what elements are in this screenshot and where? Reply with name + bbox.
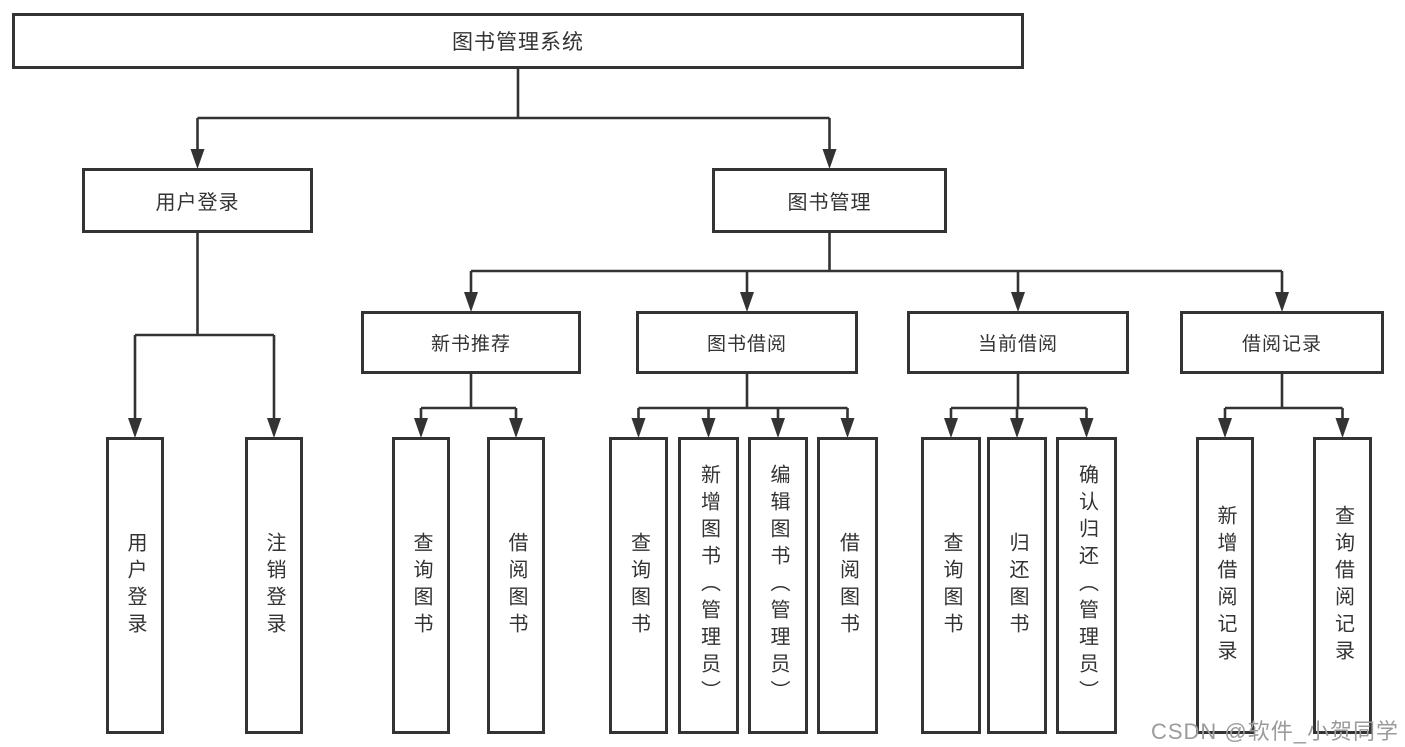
- leaf-current-confirm-return-admin-label: 确认归还（管理员）: [1075, 464, 1098, 707]
- node-current-borrow: 当前借阅: [907, 311, 1129, 374]
- leaf-logout: 注销登录: [245, 437, 303, 734]
- leaf-recommend-borrow-book: 借阅图书: [487, 437, 545, 734]
- leaf-borrow-query-book-label: 查询图书: [627, 531, 650, 640]
- leaf-borrow-edit-book-admin-label: 编辑图书（管理员）: [767, 464, 789, 707]
- leaf-records-add-record: 新增借阅记录: [1196, 437, 1254, 734]
- leaf-user-login-label: 用户登录: [124, 531, 146, 640]
- leaf-borrow-query-book: 查询图书: [609, 437, 668, 734]
- leaf-recommend-query-book: 查询图书: [392, 437, 450, 734]
- leaf-recommend-borrow-book-label: 借阅图书: [505, 531, 527, 640]
- leaf-borrow-borrow-book-label: 借阅图书: [836, 531, 859, 640]
- leaf-recommend-query-book-label: 查询图书: [410, 531, 432, 640]
- leaf-current-confirm-return-admin: 确认归还（管理员）: [1056, 437, 1117, 734]
- node-borrow-records: 借阅记录: [1180, 311, 1384, 374]
- node-new-book-recommend: 新书推荐: [361, 311, 581, 374]
- watermark: CSDN @软件_小贺同学: [1150, 719, 1399, 744]
- leaf-borrow-borrow-book: 借阅图书: [817, 437, 878, 734]
- leaf-current-query-book-label: 查询图书: [940, 531, 962, 640]
- leaf-user-login: 用户登录: [106, 437, 164, 734]
- node-book-borrow: 图书借阅: [636, 311, 858, 374]
- leaf-current-query-book: 查询图书: [921, 437, 981, 734]
- leaf-borrow-add-book-admin: 新增图书（管理员）: [678, 437, 739, 734]
- leaf-current-return-book: 归还图书: [987, 437, 1047, 734]
- node-user-login: 用户登录: [82, 168, 313, 233]
- leaf-borrow-add-book-admin-label: 新增图书（管理员）: [697, 464, 720, 707]
- leaf-records-query-record: 查询借阅记录: [1313, 437, 1372, 734]
- leaf-records-add-record-label: 新增借阅记录: [1214, 504, 1236, 667]
- leaf-current-return-book-label: 归还图书: [1006, 531, 1028, 640]
- node-book-management: 图书管理: [712, 168, 947, 233]
- leaf-borrow-edit-book-admin: 编辑图书（管理员）: [748, 437, 808, 734]
- node-root: 图书管理系统: [12, 13, 1024, 69]
- leaf-logout-label: 注销登录: [263, 531, 285, 640]
- leaf-records-query-record-label: 查询借阅记录: [1331, 504, 1354, 667]
